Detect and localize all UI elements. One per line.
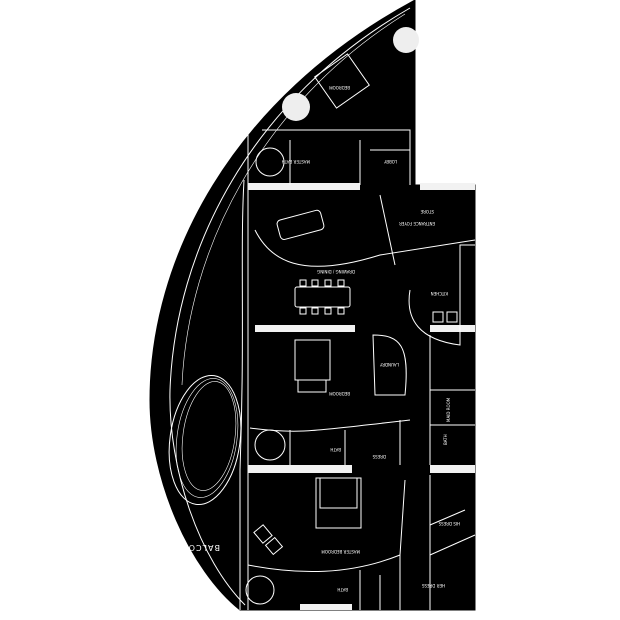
label-drawing-dining: DRAWING / DINING xyxy=(317,269,355,274)
label-bath-mid: BATH xyxy=(330,447,341,452)
label-bedroom-top: BEDROOM xyxy=(329,85,350,90)
balcony-planter xyxy=(168,374,242,506)
label-kitchen: KITCHEN xyxy=(431,291,448,296)
label-entrance-foyer: ENTRANCE FOYER xyxy=(399,221,435,226)
label-maid-room: MAID ROOM xyxy=(446,397,451,422)
label-laundry: LAUNDRY xyxy=(379,362,399,367)
label-maid-bath: BATH xyxy=(443,434,448,445)
label-balcony: BALCONY xyxy=(175,543,220,552)
label-bedroom-mid: BEDROOM xyxy=(329,391,350,396)
building-outline xyxy=(149,0,476,611)
label-master-bedroom: MASTER BEDROOM xyxy=(321,549,360,554)
label-her-dress: HER DRESS xyxy=(421,583,445,588)
label-bath-bottom: BATH xyxy=(337,587,348,592)
label-store: STORE xyxy=(420,209,434,214)
label-dress-mid: DRESS xyxy=(372,454,386,459)
label-his-dress: HIS DRESS xyxy=(438,521,460,526)
label-lobby: LOBBY xyxy=(383,159,397,164)
label-master-bath-top: MASTER BATH xyxy=(282,159,310,164)
